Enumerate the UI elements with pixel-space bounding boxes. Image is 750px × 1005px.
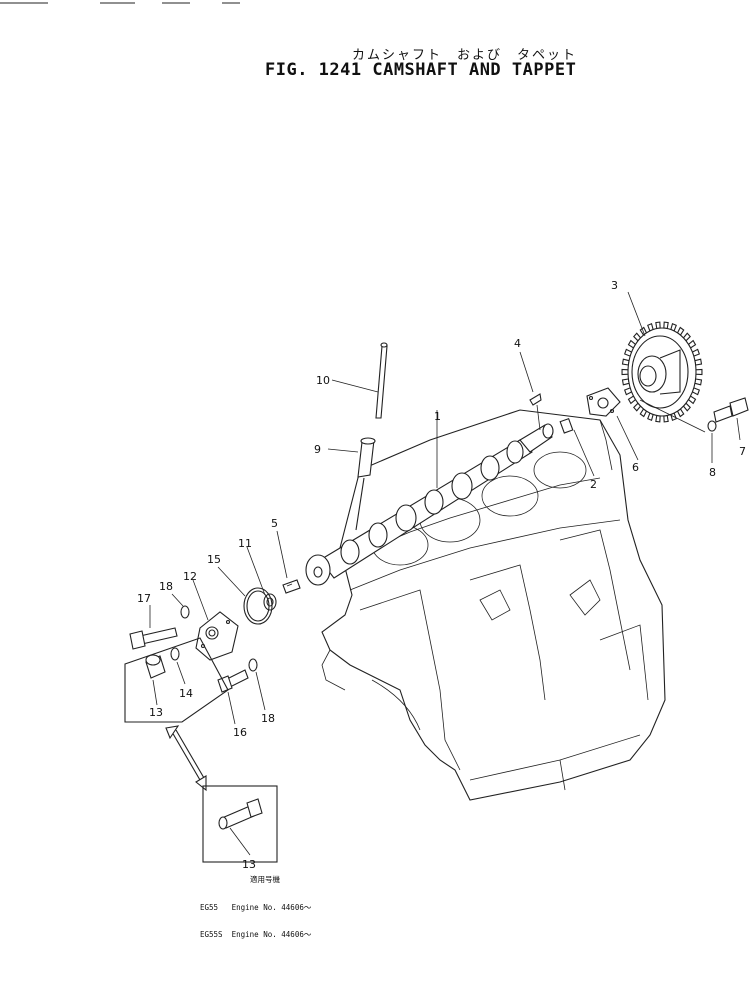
applicability-line-eg55: EG55 Engine No. 44606～ [200,903,312,912]
part-label-2: 2 [590,478,597,491]
part-label-8: 8 [709,466,716,479]
part-label-17: 17 [137,592,151,605]
push-rod [375,342,388,419]
part-label-14: 14 [179,687,193,700]
cover-plate [195,611,239,661]
interchange-arrow [165,725,207,792]
lock-washer [707,420,717,432]
tappet [355,437,376,531]
part-label-9: 9 [314,443,321,456]
part-label-13-upper: 13 [149,706,163,719]
part-label-5: 5 [271,517,278,530]
camshaft [305,423,554,586]
thrust-plate [586,387,621,417]
applicability-line-eg55s: EG55S Engine No. 44606～ [200,930,312,939]
part-label-10: 10 [316,374,330,387]
applicability-lines: EG55 Engine No. 44606～ EG55S Engine No. … [200,885,311,957]
part-label-18-lower: 18 [261,712,275,725]
gear-tooth [621,368,629,376]
bolt-16 [217,669,249,693]
part-label-18-upper: 18 [159,580,173,593]
bolt-17 [129,627,178,650]
part-label-13-lower: 13 [242,858,256,871]
figure-title-japanese: カムシャフト および タペット [352,48,578,63]
washer-18-lower [248,658,258,672]
part-label-6: 6 [632,461,639,474]
washer-14 [170,647,180,661]
pin [559,417,574,434]
leader-lines [149,291,741,856]
part-label-12: 12 [183,570,197,583]
cam-gear [621,321,703,423]
figure-title: FIG. 1241 CAMSHAFT AND TAPPET [265,60,577,80]
applicability-note: 適用号機 [236,875,280,884]
inset-box-lower [202,785,278,863]
seal-ring [243,587,273,625]
part-label-4: 4 [514,337,521,350]
applicability-heading: 適用号機 [250,875,280,884]
gear-tooth [695,368,703,376]
part-labels: 1 2 3 4 5 6 7 8 9 10 11 12 13 13 14 15 1… [137,279,746,871]
inset-box-upper [124,637,229,723]
part-label-11: 11 [238,537,252,550]
part-label-1: 1 [434,410,441,423]
plug [282,579,301,594]
key [529,393,542,431]
part-label-15: 15 [207,553,221,566]
part-label-3: 3 [611,279,618,292]
gear-bolt [713,397,749,423]
washer-18-upper [180,605,190,619]
part-label-7: 7 [739,445,746,458]
part-label-16: 16 [233,726,247,739]
